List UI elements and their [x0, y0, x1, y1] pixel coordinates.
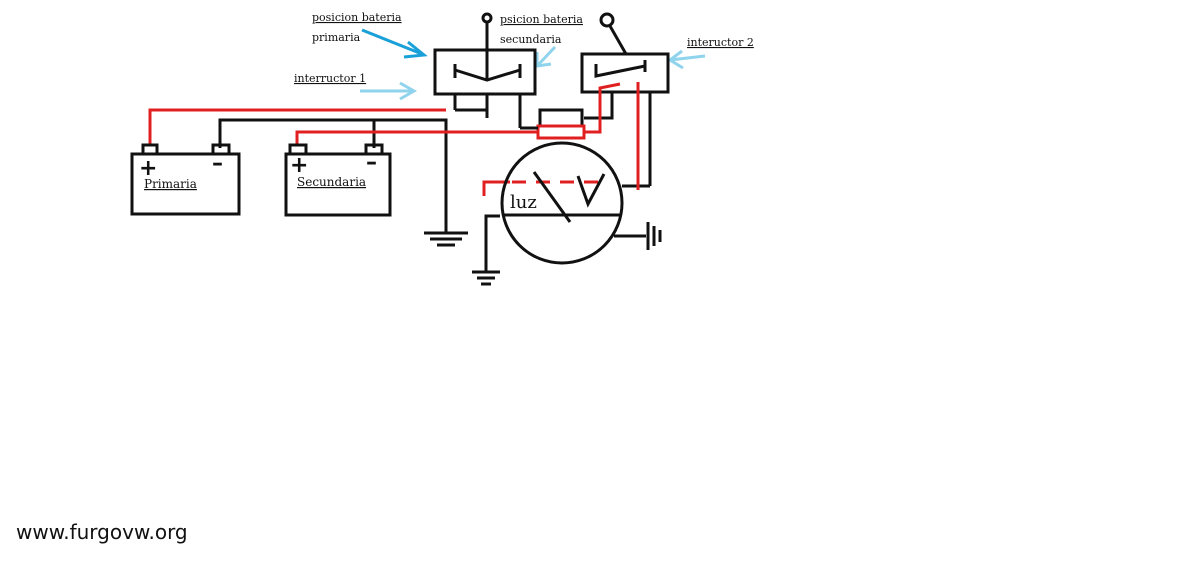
switch-1: [433, 12, 537, 128]
wire-red-to-switch2: [584, 82, 621, 134]
battery-primary: [130, 143, 241, 216]
light-bulb: [500, 141, 624, 265]
battery-secondary-plus: +: [290, 153, 308, 178]
wire-black-light-ground: [484, 214, 500, 272]
arrow-interruptor-1: [360, 81, 418, 101]
wire-black-negative-primary: [218, 118, 448, 232]
battery-secondary-label: Secundaria: [297, 175, 366, 189]
label-luz: luz: [510, 192, 537, 213]
arrow-posicion-primaria: [361, 28, 428, 59]
arrow-posicion-secundaria: [535, 45, 557, 68]
battery-secondary-minus: –: [366, 150, 377, 175]
battery-secondary: [284, 143, 392, 217]
ground-symbol-1: [424, 231, 468, 247]
label-posicion-bateria-secundaria-1: psicion bateria: [500, 13, 583, 26]
fuse-block: [538, 108, 584, 128]
fuse-red: [536, 124, 586, 140]
battery-primary-label: Primaria: [144, 177, 197, 191]
label-posicion-bateria-secundaria-2: secundaria: [500, 33, 562, 46]
ground-symbol-2: [472, 270, 500, 286]
wire-red-positive-primary: [148, 108, 446, 146]
wire-black-switch1: [455, 108, 489, 118]
battery-primary-minus: –: [212, 151, 223, 176]
switch-2: [580, 12, 670, 186]
label-interruptor-1: interructor 1: [294, 72, 366, 85]
wire-red-light-in: [482, 180, 510, 196]
watermark: www.furgovw.org: [16, 520, 188, 544]
battery-primary-plus: +: [139, 156, 157, 181]
label-posicion-bateria-primaria-1: posicion bateria: [312, 11, 402, 24]
wire-red-positive-secondary: [295, 130, 538, 146]
ground-symbol-3: [646, 222, 662, 250]
wire-black-fuse-switch2: [584, 112, 614, 120]
label-interruptor-2: inteructor 2: [687, 36, 754, 49]
arrow-interruptor-2: [667, 49, 706, 70]
label-posicion-bateria-primaria-2: primaria: [312, 31, 361, 44]
